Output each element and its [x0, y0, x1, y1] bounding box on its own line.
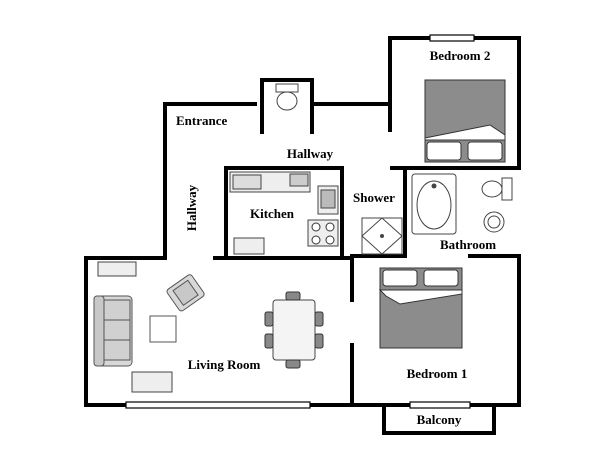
bathroom-fixtures — [411, 173, 513, 235]
label-hallway-left: Hallway — [184, 184, 199, 231]
bed-bedroom-2 — [424, 79, 506, 163]
label-shower: Shower — [353, 190, 395, 205]
label-living-room: Living Room — [188, 357, 261, 372]
label-bedroom-2: Bedroom 2 — [430, 48, 491, 63]
kitchen-fixtures — [229, 171, 339, 255]
label-bathroom: Bathroom — [440, 237, 496, 252]
label-balcony: Balcony — [417, 412, 462, 427]
toilet-closet — [275, 83, 299, 111]
room-labels: Bedroom 2 Entrance Hallway Hallway Kitch… — [176, 48, 496, 427]
label-kitchen: Kitchen — [250, 206, 295, 221]
label-entrance: Entrance — [176, 113, 228, 128]
walls — [84, 36, 521, 435]
bed-bedroom-1 — [378, 267, 463, 349]
windows — [125, 34, 475, 409]
living-room-furniture — [93, 261, 324, 393]
shower-fixture — [361, 217, 403, 255]
label-bedroom-1: Bedroom 1 — [407, 366, 468, 381]
label-hallway-top: Hallway — [287, 146, 334, 161]
